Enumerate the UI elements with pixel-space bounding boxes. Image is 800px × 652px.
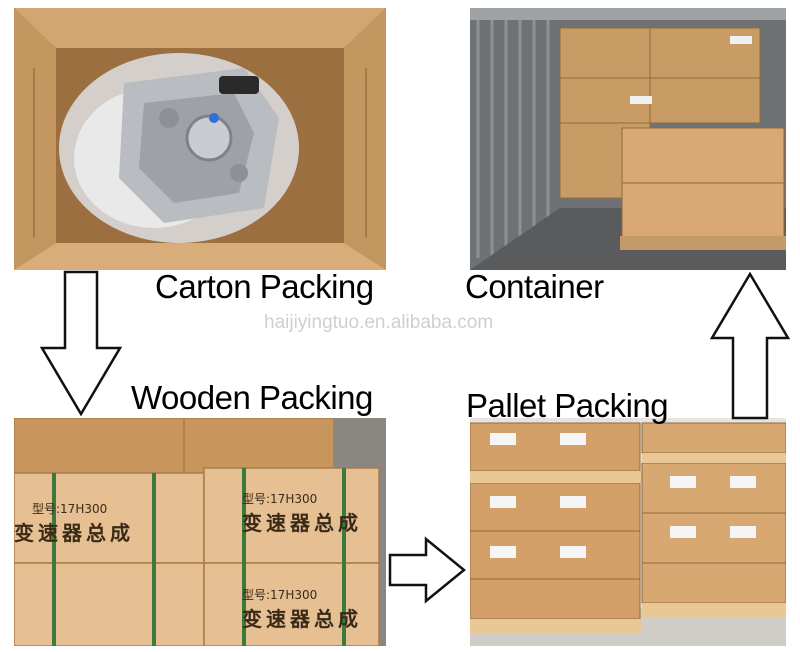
right-arrow-icon [388,535,466,605]
crate-model-prefix-2: 型号: [32,502,61,516]
crate-product-name: 变速器总成 [242,511,362,535]
down-arrow-icon [40,270,122,416]
wooden-packing-photo: 型号:17H300 变速器总成 型号:17H300 变速器总成 型号:17H30… [14,418,386,646]
container-label: Container [465,268,604,305]
pallet-packing-photo [470,418,786,646]
watermark: haijiyingtuo.en.alibaba.com [264,312,494,333]
crate-model-value-2: 17H300 [60,502,108,516]
crate-model-value-3: 17H300 [270,588,318,602]
crate-text-top: 型号:17H300 变速器总成 [242,490,362,536]
container-photo [470,8,786,270]
crate-model-prefix: 型号: [242,492,271,506]
crate-product-name-2: 变速器总成 [14,521,134,545]
crate-product-name-3: 变速器总成 [242,607,362,631]
wooden-packing-label: Wooden Packing [131,379,373,416]
crate-text-bottom: 型号:17H300 变速器总成 [242,586,362,632]
carton-packing-photo [14,8,386,270]
up-arrow-icon [710,272,790,420]
pallet-packing-label: Pallet Packing [466,387,669,424]
crate-model-prefix-3: 型号: [242,588,271,602]
crate-model-value: 17H300 [270,492,318,506]
crate-text-left: 型号:17H300 变速器总成 [14,500,134,546]
carton-packing-label: Carton Packing [155,268,374,305]
